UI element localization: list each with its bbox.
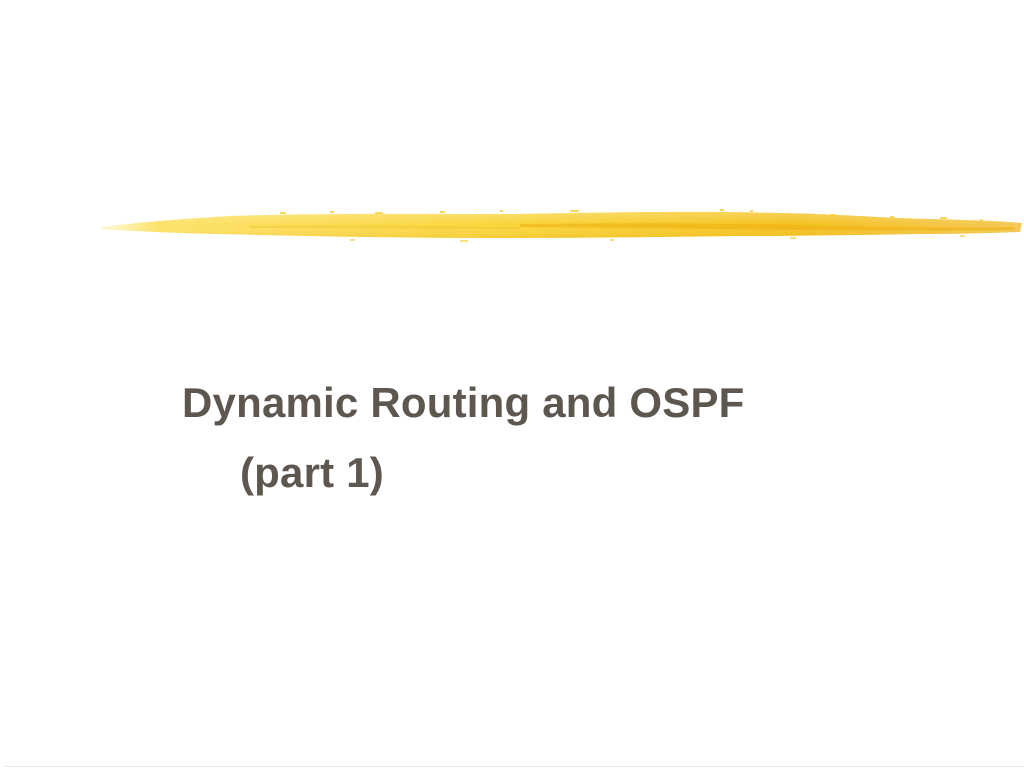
bottom-divider (4, 766, 1024, 767)
yellow-brush-stroke-decoration (102, 209, 1022, 242)
slide-title-line-2: (part 1) (240, 449, 384, 496)
slide-title-line-1: Dynamic Routing and OSPF (182, 379, 745, 426)
slide-title: Dynamic Routing and OSPF (part 1) (182, 368, 745, 508)
